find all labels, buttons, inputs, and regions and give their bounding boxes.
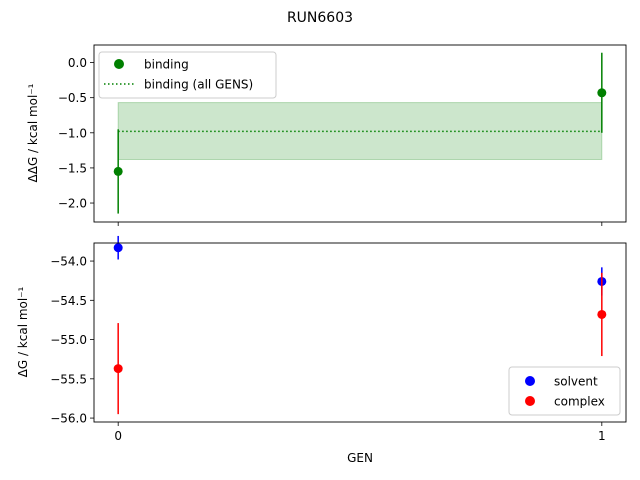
solvation-panel: 0 1 −54.0 −54.5 −55.0 −55.5 −56.0 ΔG / kcal mo… [16, 235, 627, 465]
y-tick-label: −0.5 [58, 91, 87, 105]
binding-panel: 0.0 −0.5 −1.0 −1.5 −2.0 ΔΔG / kcal mol⁻¹ bin… [26, 44, 627, 226]
legend-label-solvent: solvent [554, 375, 598, 389]
solvation-axes: 0 1 −54.0 −54.5 −55.0 −55.5 −56.0 [50, 255, 605, 443]
legend-label-binding-all-gens: binding (all GENS) [144, 78, 253, 92]
legend-marker-complex [525, 396, 535, 406]
solvation-legend: solvent complex [508, 366, 621, 416]
solvation-legend-box [508, 366, 621, 416]
binding-legend: binding binding (all GENS) [98, 51, 277, 99]
x-tick-label: 0 [114, 429, 122, 443]
binding-point [113, 166, 123, 176]
binding-point [597, 88, 607, 98]
binding-axes-frame [93, 44, 627, 223]
solvent-point [113, 243, 123, 253]
binding-plot-area [113, 52, 607, 214]
y-tick-label: −1.5 [58, 161, 87, 175]
legend-marker-solvent [525, 376, 535, 386]
legend-label-binding: binding [144, 58, 189, 72]
solvation-axes-frame [93, 242, 627, 423]
y-tick-label: −56.0 [50, 412, 87, 426]
x-tick-label: 1 [598, 429, 606, 443]
chart-title: RUN6603 [287, 10, 353, 26]
y-tick-label: 0.0 [68, 56, 87, 70]
solvation-y-axis-label: ΔG / kcal mol⁻¹ [16, 286, 30, 377]
binding-legend-box [98, 51, 277, 99]
binding-axes: 0.0 −0.5 −1.0 −1.5 −2.0 [58, 56, 603, 226]
y-tick-label: −1.0 [58, 126, 87, 140]
y-tick-label: −2.0 [58, 197, 87, 211]
y-tick-label: −54.0 [50, 255, 87, 269]
legend-label-complex: complex [554, 395, 605, 409]
complex-point [597, 309, 607, 319]
y-tick-label: −55.0 [50, 333, 87, 347]
solvation-plot-area [113, 235, 607, 415]
binding-y-axis-label: ΔΔG / kcal mol⁻¹ [26, 83, 40, 182]
complex-point [113, 364, 123, 374]
y-tick-label: −54.5 [50, 294, 87, 308]
y-tick-label: −55.5 [50, 372, 87, 386]
legend-marker-binding [114, 59, 124, 69]
x-axis-label: GEN [347, 451, 373, 465]
